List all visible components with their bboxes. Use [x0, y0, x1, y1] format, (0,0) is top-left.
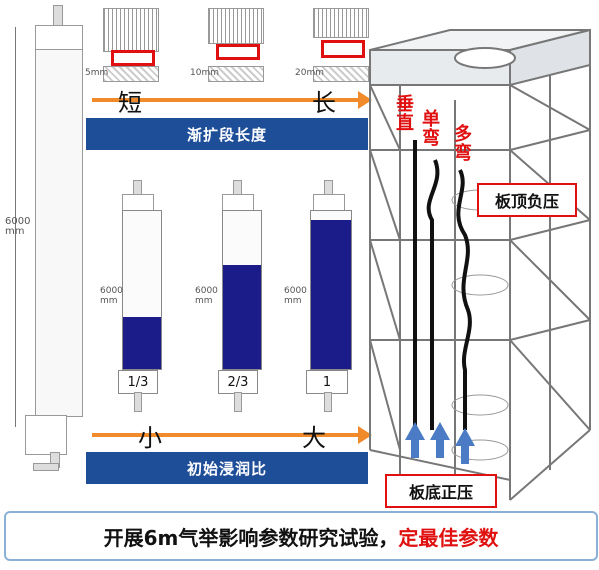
tube-body [310, 210, 352, 370]
bottom-pressure-label: 板底正压 [385, 474, 497, 508]
gap-label: 10mm [190, 68, 219, 78]
big-tube-assembly: 6000 mm [5, 5, 95, 475]
grid-lines [208, 8, 264, 44]
base-block [313, 66, 369, 82]
tube-outlet [234, 392, 242, 412]
tube-body [222, 210, 262, 370]
tube-height-label: 6000 mm [100, 286, 123, 306]
gradual-panel-3: 20mm [295, 8, 385, 83]
wetting-ratio-banner: 初始浸润比 [86, 452, 368, 484]
tube-body [122, 210, 162, 370]
red-slot [111, 50, 155, 66]
top-pressure-label: 板顶负压 [477, 183, 577, 217]
gap-label: 5mm [85, 68, 109, 78]
small-label: 小 [138, 424, 162, 452]
gap-label: 20mm [295, 68, 324, 78]
base-block [103, 66, 159, 82]
long-label: 长 [312, 89, 336, 117]
tube-outlet [324, 392, 332, 412]
red-slot [216, 44, 260, 60]
multi-bend-pipe-label: 多 弯 [454, 124, 472, 164]
footer-bar: 开展6m气举影响参数研究试验， 定最佳参数 [4, 511, 598, 561]
big-tube-outlet-pipe [33, 463, 59, 471]
ratio-tube-2: 2/3 6000 mm [195, 180, 267, 420]
gradual-panel-2: 10mm [190, 8, 280, 83]
red-slot [321, 40, 365, 58]
short-label: 短 [118, 89, 142, 117]
ratio-label: 2/3 [218, 370, 258, 394]
ratio-tube-1: 1/3 6000 mm [100, 180, 172, 420]
single-bend-pipe-label: 单 弯 [422, 109, 440, 149]
tube-outlet [134, 392, 142, 412]
vertical-pipe-label: 垂 直 [396, 94, 414, 134]
gradual-length-banner: 渐扩段长度 [86, 118, 368, 150]
water-fill [223, 264, 261, 369]
tube-height-label: 6000 mm [284, 286, 307, 306]
big-tube-body [35, 49, 83, 417]
frame-structure [369, 28, 591, 501]
ratio-label: 1 [306, 370, 348, 394]
big-tube-dimension-line [15, 27, 16, 427]
ratio-arrow-line [92, 433, 360, 437]
big-tube-height-label: 6000 mm [5, 216, 31, 237]
ratio-arrow-head [358, 426, 372, 444]
base-block [208, 66, 264, 82]
ratio-tube-3: 1 6000 mm [280, 180, 360, 420]
length-arrow-line [92, 98, 360, 102]
footer-highlight: 定最佳参数 [398, 525, 499, 550]
large-label: 大 [302, 424, 326, 452]
length-arrow-head [358, 91, 372, 109]
water-fill [123, 316, 161, 369]
big-tube-top-cap [35, 25, 83, 51]
grid-lines [313, 8, 369, 38]
tube-height-label: 6000 mm [195, 286, 218, 306]
grid-lines [103, 8, 159, 52]
ratio-label: 1/3 [118, 370, 158, 394]
big-tube-bottom-cap [25, 415, 67, 455]
water-fill [311, 220, 351, 369]
gradual-panel-1: 5mm [85, 8, 175, 83]
footer-prefix: 开展6m气举影响参数研究试验， [103, 525, 399, 550]
